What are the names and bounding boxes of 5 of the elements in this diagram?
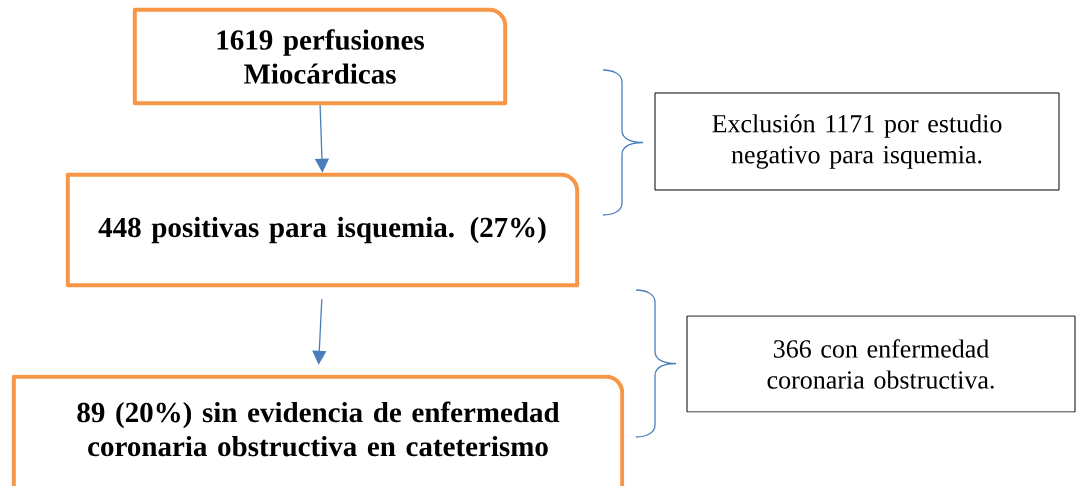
process-box: 448 positivas para isquemia. (27%) xyxy=(65,172,580,288)
note-box: Exclusión 1171 por estudio negativo para isquemia. xyxy=(654,92,1060,191)
note-box: 366 con enfermedad coronaria obstructiva. xyxy=(686,315,1076,413)
process-box: 1619 perfusiones Miocárdicas xyxy=(132,7,508,106)
process-box: 89 (20%) sin evidencia de enfermedad coronaria obstructiva en cateterismo xyxy=(11,374,625,486)
